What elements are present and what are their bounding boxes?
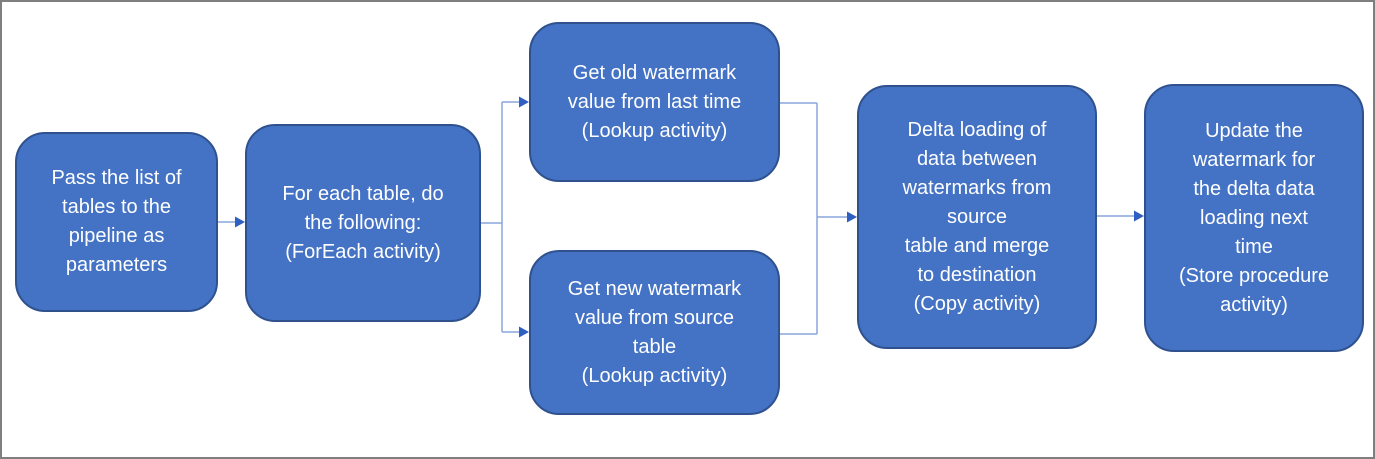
node-pass-list: Pass the list of tables to the pipeline … <box>15 132 218 312</box>
node-update-watermark: Update the watermark for the delta data … <box>1144 84 1364 352</box>
arrowhead-icon <box>1134 210 1144 222</box>
node-update-watermark-label: Update the watermark for the delta data … <box>1178 119 1330 316</box>
node-foreach: For each table, do the following: (ForEa… <box>245 124 481 322</box>
connector-foreach-split <box>481 96 529 338</box>
connector-merge-to-delta <box>777 102 857 335</box>
connector-pass-list-to-foreach <box>218 216 245 228</box>
node-new-watermark: Get new watermark value from source tabl… <box>529 250 780 415</box>
node-delta-loading: Delta loading of data between watermarks… <box>857 85 1097 349</box>
node-delta-loading-label: Delta loading of data between watermarks… <box>902 118 1052 315</box>
node-pass-list-label: Pass the list of tables to the pipeline … <box>51 167 182 276</box>
arrowhead-icon <box>519 326 529 338</box>
arrowhead-icon <box>235 216 245 228</box>
arrowhead-icon <box>519 96 529 108</box>
node-old-watermark-label: Get old watermark value from last time (… <box>567 61 742 142</box>
connector-delta-to-update <box>1097 210 1144 222</box>
node-old-watermark: Get old watermark value from last time (… <box>529 22 780 182</box>
node-foreach-label: For each table, do the following: (ForEa… <box>282 182 444 263</box>
node-new-watermark-label: Get new watermark value from source tabl… <box>567 277 742 387</box>
arrowhead-icon <box>847 211 857 223</box>
